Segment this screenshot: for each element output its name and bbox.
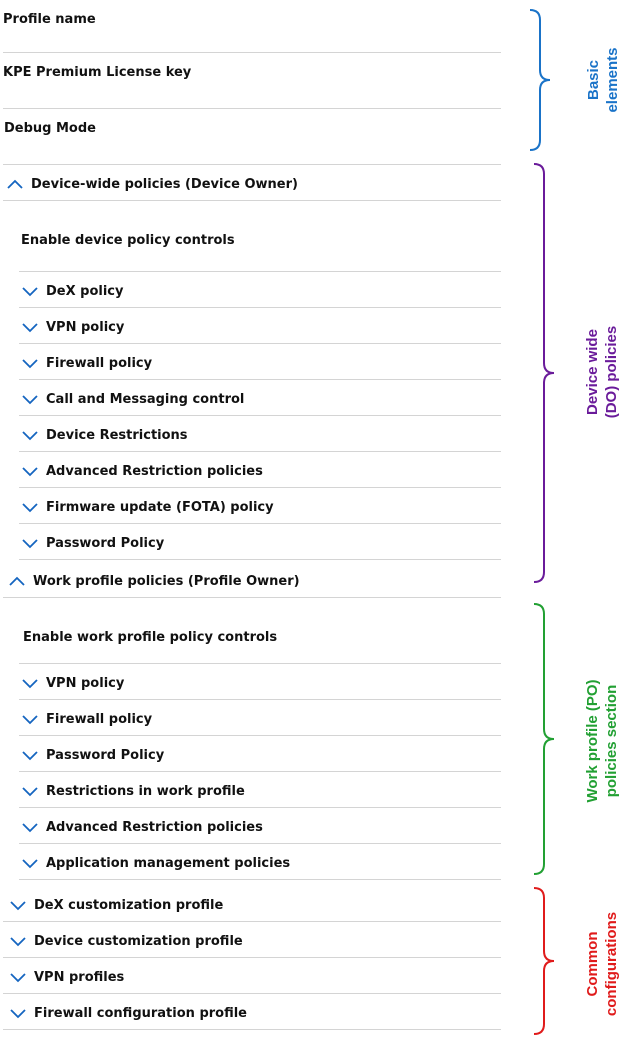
license-key-label[interactable]: KPE Premium License key xyxy=(3,65,192,80)
divider xyxy=(19,699,501,700)
chevron-down-icon xyxy=(10,973,26,983)
policy-list-item-label: Advanced Restriction policies xyxy=(46,464,263,479)
divider xyxy=(19,771,501,772)
common-configurations-brace xyxy=(533,887,555,1035)
divider xyxy=(19,879,501,880)
chevron-up-icon xyxy=(7,179,23,189)
chevron-down-icon xyxy=(22,431,38,441)
divider xyxy=(3,597,501,598)
divider xyxy=(19,663,501,664)
chevron-down-icon xyxy=(22,503,38,513)
annotation-line: elements xyxy=(604,47,621,113)
chevron-down-icon xyxy=(22,751,38,761)
common-configurations-annotation: Common configurations xyxy=(583,899,621,1029)
divider xyxy=(3,200,501,201)
chevron-down-icon xyxy=(22,859,38,869)
debug-mode-label[interactable]: Debug Mode xyxy=(4,121,96,136)
divider xyxy=(19,343,501,344)
policy-list-item-label: VPN policy xyxy=(46,320,125,335)
divider xyxy=(19,523,501,524)
policy-list-item-label: VPN policy xyxy=(46,676,125,691)
chevron-down-icon xyxy=(22,323,38,333)
divider xyxy=(3,52,501,53)
work-profile-policies-title: Work profile policies (Profile Owner) xyxy=(33,574,300,589)
annotation-line: Common xyxy=(584,931,601,997)
policy-list-item-label: Password Policy xyxy=(46,748,165,763)
divider xyxy=(19,807,501,808)
annotation-line: policies section xyxy=(603,684,620,798)
policy-list-item-label: Advanced Restriction policies xyxy=(46,820,263,835)
divider xyxy=(19,843,501,844)
divider xyxy=(3,921,501,922)
device-wide-brace xyxy=(533,163,555,583)
profile-name-label[interactable]: Profile name xyxy=(3,12,96,27)
work-profile-annotation: Work profile (PO) policies section xyxy=(583,643,621,839)
chevron-down-icon xyxy=(22,715,38,725)
policy-list-item-label: Call and Messaging control xyxy=(46,392,245,407)
device-wide-policies-title: Device-wide policies (Device Owner) xyxy=(31,177,298,192)
policy-list-item-label: DeX policy xyxy=(46,284,124,299)
chevron-down-icon xyxy=(22,679,38,689)
annotation-line: Work profile (PO) xyxy=(584,679,601,803)
policy-list-item-label: Device customization profile xyxy=(34,934,243,949)
policy-list-item-label: Firmware update (FOTA) policy xyxy=(46,500,274,515)
divider xyxy=(19,415,501,416)
chevron-down-icon xyxy=(22,467,38,477)
chevron-down-icon xyxy=(22,359,38,369)
basic-elements-brace xyxy=(529,9,551,151)
divider xyxy=(19,559,501,560)
chevron-down-icon xyxy=(22,539,38,549)
annotation-line: (DO) policies xyxy=(603,325,620,419)
divider xyxy=(3,957,501,958)
annotation-line: Device wide xyxy=(584,329,601,415)
policy-list-item-label: Restrictions in work profile xyxy=(46,784,245,799)
chevron-down-icon xyxy=(10,1009,26,1019)
divider xyxy=(3,1029,501,1030)
chevron-down-icon xyxy=(22,823,38,833)
policy-list-item-label: Application management policies xyxy=(46,856,291,871)
policy-list-item-label: Device Restrictions xyxy=(46,428,188,443)
annotation-line: Basic xyxy=(585,59,602,101)
divider xyxy=(3,164,501,165)
policy-list-item-label: Password Policy xyxy=(46,536,165,551)
policy-list-item-label: DeX customization profile xyxy=(34,898,224,913)
policy-list-item-label: Firewall policy xyxy=(46,712,153,727)
policy-list-item-label: VPN profiles xyxy=(34,970,125,985)
divider xyxy=(19,487,501,488)
policy-list-item-label: Firewall policy xyxy=(46,356,153,371)
divider xyxy=(3,108,501,109)
chevron-down-icon xyxy=(10,937,26,947)
chevron-down-icon xyxy=(22,395,38,405)
chevron-down-icon xyxy=(22,287,38,297)
divider xyxy=(3,993,501,994)
work-profile-brace xyxy=(533,603,555,875)
enable-device-policy-controls[interactable]: Enable device policy controls xyxy=(21,233,235,248)
divider xyxy=(19,379,501,380)
divider xyxy=(19,451,501,452)
annotation-line: configurations xyxy=(603,911,620,1017)
device-wide-annotation: Device wide (DO) policies xyxy=(583,284,621,460)
chevron-up-icon xyxy=(9,576,25,586)
divider xyxy=(19,735,501,736)
basic-elements-annotation: Basic elements xyxy=(584,20,622,140)
chevron-down-icon xyxy=(22,787,38,797)
enable-work-profile-policy-controls[interactable]: Enable work profile policy controls xyxy=(23,630,278,645)
divider xyxy=(19,271,501,272)
divider xyxy=(19,307,501,308)
chevron-down-icon xyxy=(10,901,26,911)
policy-list-item-label: Firewall configuration profile xyxy=(34,1006,247,1021)
